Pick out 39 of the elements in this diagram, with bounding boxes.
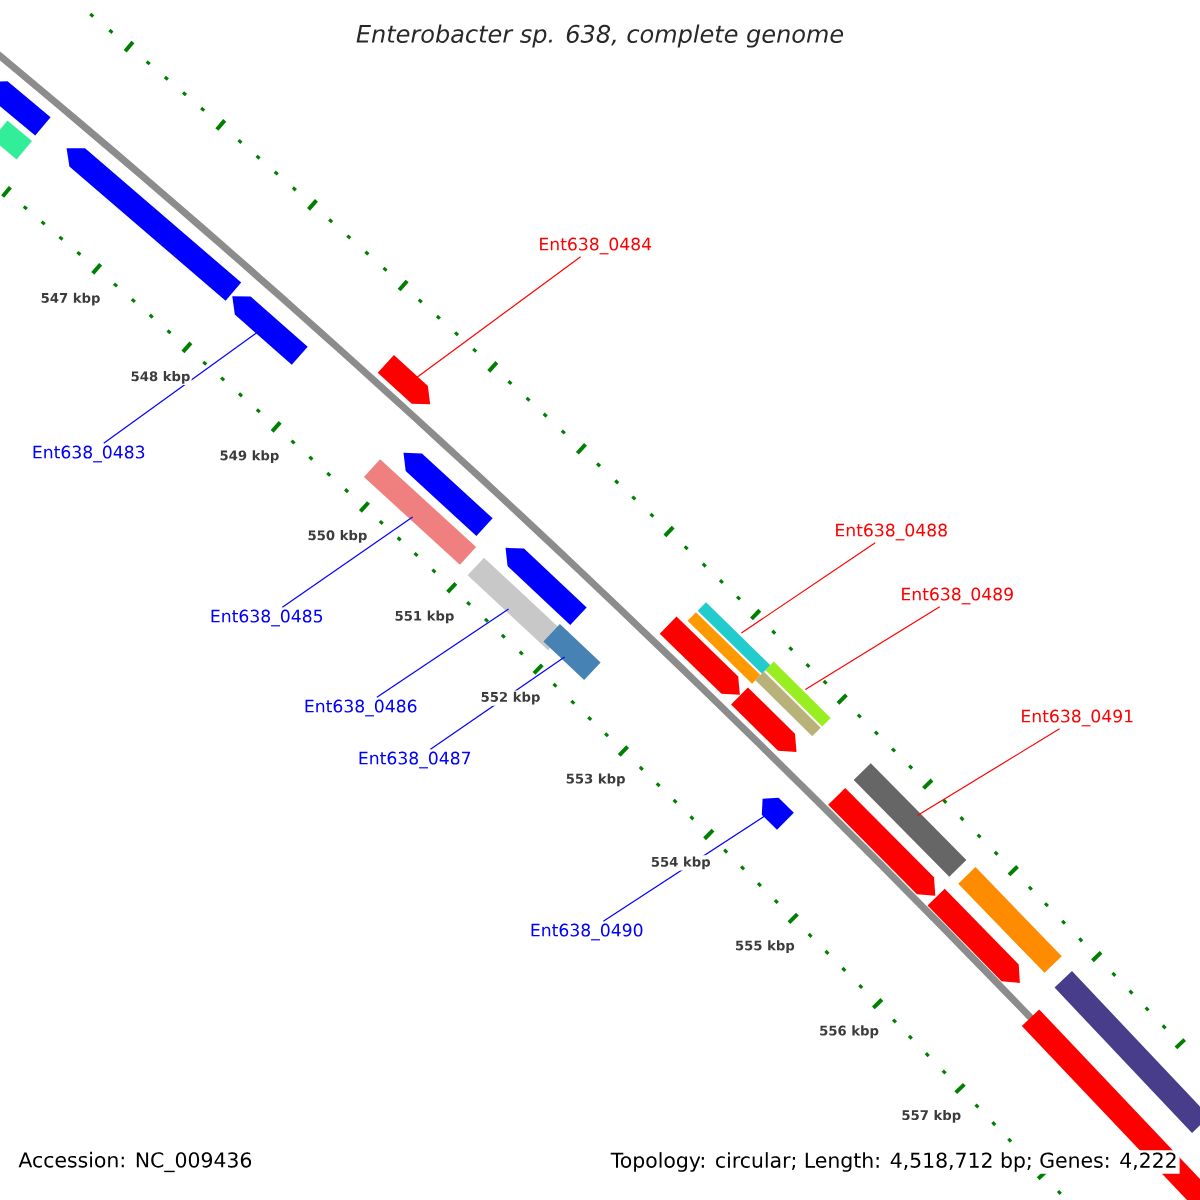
leader-line bbox=[281, 516, 414, 608]
gene-label: Ent638_0490 bbox=[531, 923, 643, 941]
title: Enterobacter sp. 638, complete genome bbox=[356, 24, 844, 48]
gene-bar bbox=[232, 296, 308, 365]
gene-bar bbox=[1054, 971, 1200, 1133]
gene-bar bbox=[505, 547, 587, 625]
gene-bar bbox=[363, 459, 477, 565]
gene-bar bbox=[403, 452, 493, 537]
gene-bar bbox=[958, 867, 1062, 973]
gene-bar bbox=[659, 616, 740, 695]
leader-line bbox=[414, 256, 582, 380]
accession-text: Accession: NC_009436 bbox=[18, 1151, 252, 1173]
gene-bar bbox=[755, 671, 821, 737]
leader-line bbox=[103, 330, 260, 444]
gene-label: Ent638_0491 bbox=[1022, 709, 1133, 727]
gene-bar bbox=[687, 612, 761, 684]
gene-bar bbox=[927, 888, 1020, 983]
gene-label: Ent638_0487 bbox=[359, 751, 471, 769]
leader-line bbox=[804, 606, 941, 691]
gene-bar bbox=[0, 120, 32, 160]
genome-info-text: Topology: circular; Length: 4,518,712 bp; Genes: 4,222 bbox=[608, 1150, 1180, 1174]
gene-bar bbox=[828, 787, 936, 896]
gene-label: Ent638_0484 bbox=[540, 237, 652, 255]
gene-bar bbox=[765, 661, 831, 727]
gene-label: Ent638_0483 bbox=[33, 445, 145, 463]
gene-bar bbox=[377, 354, 431, 405]
gene-bar bbox=[543, 624, 601, 680]
gene-bar bbox=[731, 687, 797, 753]
gene-bar bbox=[697, 602, 771, 674]
gene-bar bbox=[853, 763, 967, 877]
leader-line bbox=[740, 542, 876, 634]
gene-label: Ent638_0488 bbox=[836, 523, 947, 541]
gene-bar bbox=[0, 81, 51, 136]
gene-bar bbox=[761, 797, 794, 830]
gene-label: Ent638_0485 bbox=[211, 609, 323, 627]
gene-label: Ent638_0489 bbox=[902, 587, 1013, 605]
leader-line bbox=[916, 728, 1061, 817]
leader-line bbox=[376, 608, 510, 698]
gene-label: Ent638_0486 bbox=[305, 699, 417, 717]
